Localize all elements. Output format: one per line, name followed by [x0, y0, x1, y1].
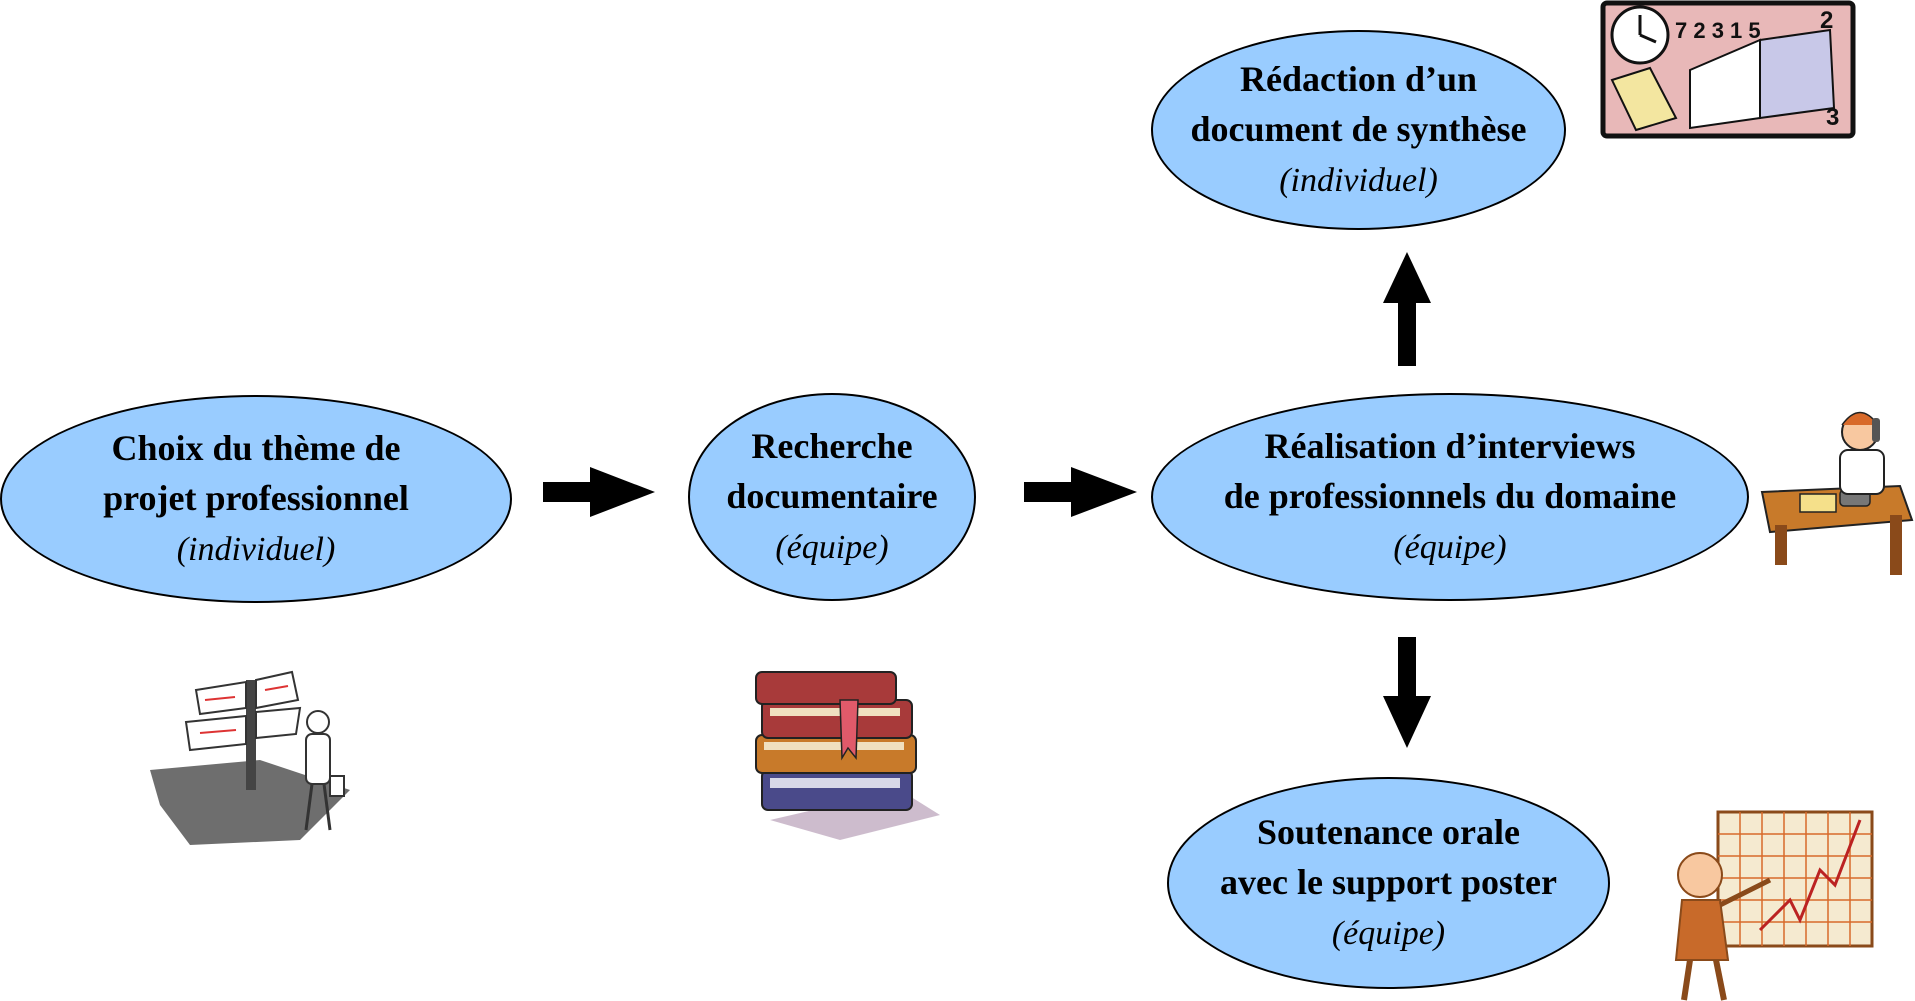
node-title-line: Rédaction d’un: [1239, 59, 1478, 99]
arrow-choix-to-recherche: [543, 467, 655, 517]
node-title-line: Recherche: [751, 426, 913, 466]
node-soutenance-orale: Soutenance orale avec le support poster …: [1167, 777, 1610, 989]
node-title-line: documentaire: [726, 476, 938, 516]
node-title-line: avec le support poster: [1220, 862, 1557, 902]
node-title-line: document de synthèse: [1190, 109, 1527, 149]
presenter-chart-icon: [1674, 810, 1874, 1001]
node-mode-label: (équipe): [775, 529, 889, 566]
node-realisation-interviews: Réalisation d’interviews de professionne…: [1151, 393, 1749, 601]
phone-desk-icon: [1760, 411, 1914, 575]
node-mode-label: (équipe): [1331, 915, 1446, 952]
node-choix-theme: Choix du thème de projet professionnel (…: [0, 395, 512, 603]
node-title-line: projet professionnel: [103, 478, 409, 518]
node-recherche-documentaire: Recherche documentaire (équipe): [688, 393, 976, 601]
arrow-realisation-to-soutenance: [1383, 637, 1431, 748]
books-icon: [755, 671, 940, 840]
node-title-line: de professionnels du domaine: [1223, 476, 1677, 516]
svg-text:3: 3: [1826, 104, 1839, 131]
node-mode-label: (individuel): [176, 531, 336, 568]
svg-text:2: 2: [1820, 7, 1833, 34]
node-mode-label: (équipe): [1393, 529, 1507, 566]
node-title-line: Soutenance orale: [1257, 812, 1520, 852]
node-title-line: Réalisation d’interviews: [1264, 426, 1636, 466]
svg-text:7 2 3 1 5: 7 2 3 1 5: [1675, 18, 1761, 43]
open-book-numbers-icon: 7 2 3 1 5 2 3: [1600, 0, 1856, 139]
node-title-line: Choix du thème de: [111, 428, 401, 468]
node-mode-label: (individuel): [1279, 162, 1438, 199]
arrow-realisation-to-redaction: [1383, 252, 1431, 366]
arrow-recherche-to-realisation: [1024, 467, 1137, 517]
signpost-man-icon: [150, 670, 350, 845]
node-redaction-synthese: Rédaction d’un document de synthèse (ind…: [1151, 30, 1566, 230]
